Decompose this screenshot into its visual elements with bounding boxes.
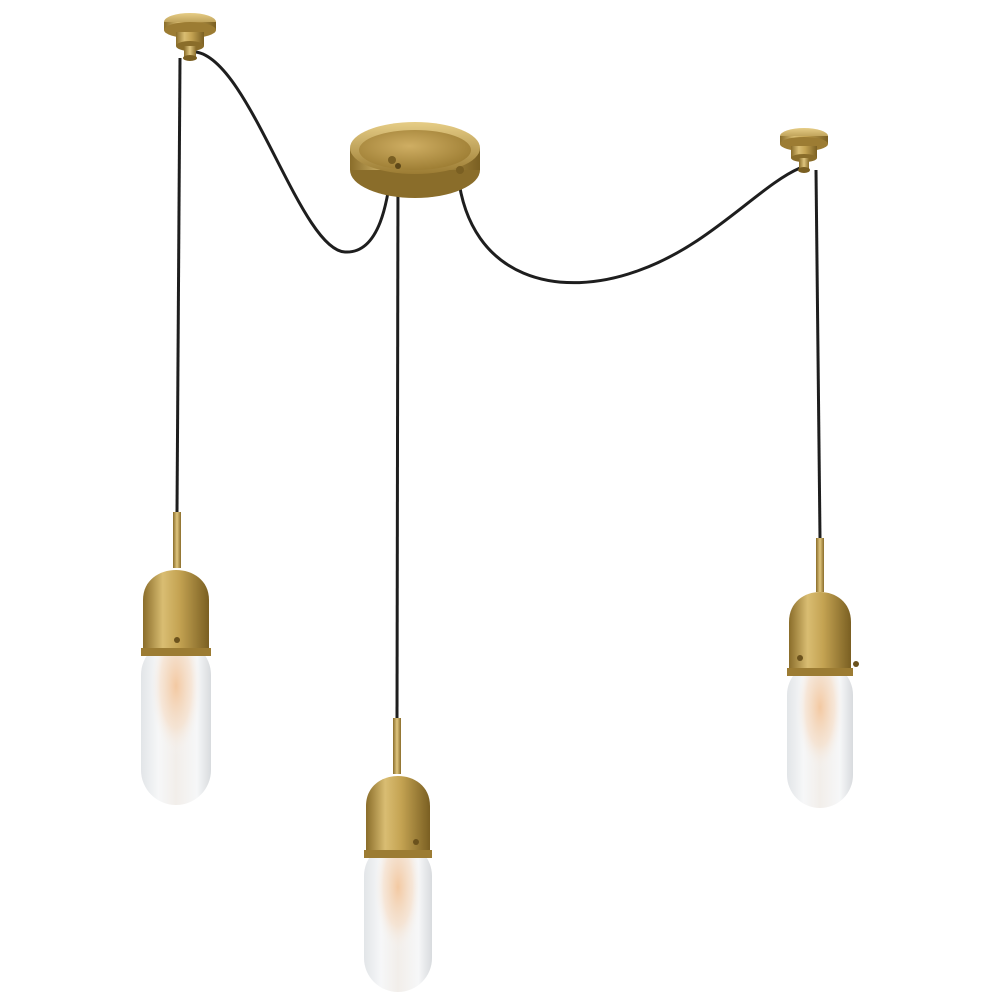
ceiling-hook-right — [780, 128, 828, 173]
center-canopy — [350, 122, 480, 198]
pendant-left — [141, 512, 211, 805]
cord-right-swag — [456, 166, 801, 285]
pendant-right — [787, 538, 859, 808]
ceiling-hook-left — [164, 13, 216, 61]
pendant-center — [364, 718, 432, 992]
cord-left-swag — [195, 50, 394, 254]
cord-left-drop — [175, 57, 182, 513]
cord-right-drop — [814, 169, 822, 539]
cord-center-drop — [395, 167, 400, 719]
